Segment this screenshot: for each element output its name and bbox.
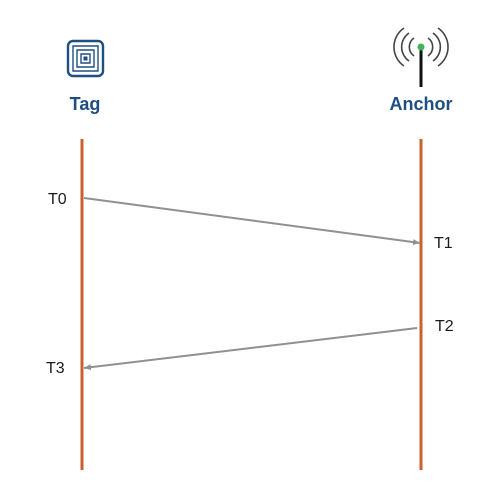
timestamp-t0: T0	[48, 191, 67, 208]
anchor-label: Anchor	[389, 94, 453, 114]
timestamp-t3: T3	[46, 360, 65, 377]
tag-label: Tag	[69, 94, 101, 114]
antenna-icon	[393, 27, 449, 87]
message-arrow-tag-to-anchor	[83, 197, 421, 246]
timestamp-t1: T1	[434, 235, 453, 252]
message-arrow-anchor-to-tag	[83, 327, 418, 371]
timestamp-t2: T2	[435, 318, 454, 335]
rfid-tag-icon	[66, 39, 105, 78]
